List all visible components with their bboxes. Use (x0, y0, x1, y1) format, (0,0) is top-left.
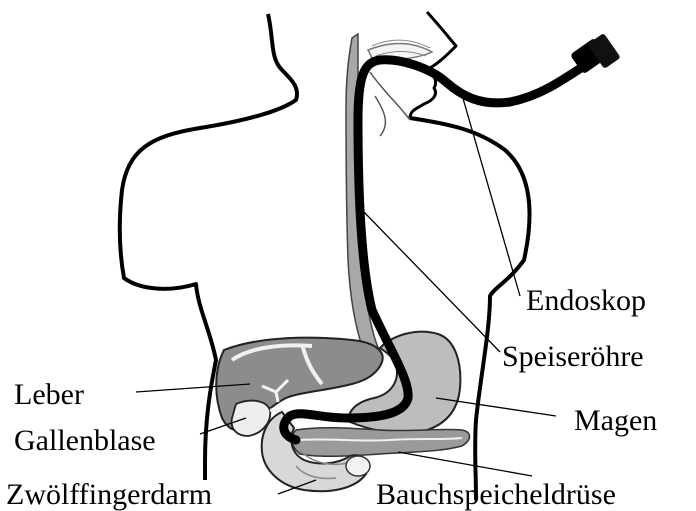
label-speiseroehre: Speiseröhre (502, 340, 644, 373)
label-gallenblase: Gallenblase (14, 424, 156, 457)
label-leber: Leber (14, 378, 84, 411)
throat-contour (370, 72, 410, 136)
pointer-endoskop (460, 88, 520, 296)
label-zwoelffingerdarm: Zwölffingerdarm (6, 478, 212, 511)
label-endoskop: Endoskop (526, 284, 646, 317)
pointer-bauchspeicheldruese (398, 452, 532, 476)
label-bauchspeicheldruese: Bauchspeicheldrüse (376, 478, 616, 511)
pancreas (292, 428, 470, 457)
duodenum-end (346, 456, 370, 476)
label-magen: Magen (574, 404, 657, 437)
